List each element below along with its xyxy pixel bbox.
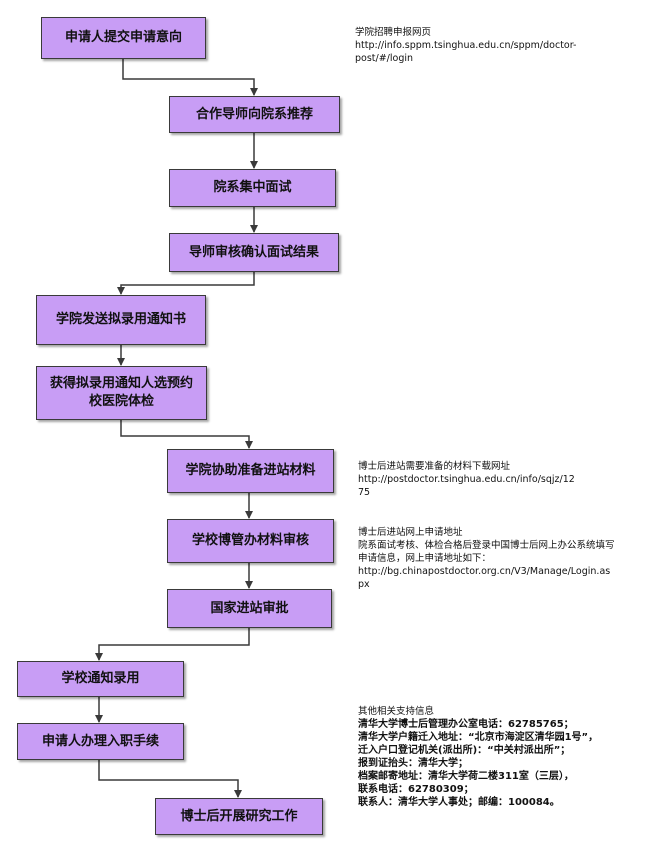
step-materials-review: 学校博管办材料审核	[167, 519, 334, 563]
note-title: 博士后进站网上申请地址	[358, 527, 463, 538]
note-link[interactable]: http://info.sppm.tsinghua.edu.cn/sppm/do…	[355, 40, 577, 51]
arrow-11-12	[98, 760, 242, 798]
note-support-info: 其他相关支持信息 清华大学博士后管理办公室电话：62785765； 清华大学户籍…	[358, 705, 646, 809]
note-materials-download: 博士后进站需要准备的材料下载网址 http://postdoctor.tsing…	[358, 460, 643, 499]
step-send-offer-letter: 学院发送拟录用通知书	[36, 295, 206, 345]
arrow-4-5	[117, 272, 255, 295]
note-line: 档案邮寄地址：清华大学荷二楼311室（三层），	[358, 771, 574, 782]
note-title: 学院招聘申报网页	[355, 27, 432, 38]
step-onboarding: 申请人办理入职手续	[17, 723, 184, 760]
note-text: 院系面试考核、体检合格后登录中国博士后网上办公系统填写	[358, 540, 615, 551]
note-title: 其他相关支持信息	[358, 706, 435, 717]
step-advisor-recommend: 合作导师向院系推荐	[169, 96, 340, 133]
note-link-cont[interactable]: post/#/login	[355, 53, 414, 64]
step-school-notify: 学校通知录用	[17, 661, 184, 697]
note-link[interactable]: http://postdoctor.tsinghua.edu.cn/info/s…	[358, 474, 575, 485]
note-link-cont[interactable]: 75	[358, 487, 371, 498]
note-line: 迁入户口登记机关(派出所)：“中关村派出所”；	[358, 745, 571, 756]
step-department-interview: 院系集中面试	[169, 169, 336, 207]
note-link-cont[interactable]: px	[358, 579, 370, 590]
step-submit-application: 申请人提交申请意向	[41, 17, 206, 59]
note-line: 清华大学博士后管理办公室电话：62785765；	[358, 719, 574, 730]
arrow-1-2	[122, 59, 258, 96]
note-title: 博士后进站需要准备的材料下载网址	[358, 461, 511, 472]
step-prepare-materials: 学院协助准备进站材料	[167, 449, 334, 493]
note-text: 申请信息，网上申请地址如下：	[358, 553, 492, 564]
note-line: 联系人：清华大学人事处；邮编：100084。	[358, 797, 560, 808]
step-national-approval: 国家进站审批	[167, 589, 332, 628]
step-confirm-interview-result: 导师审核确认面试结果	[169, 233, 339, 272]
note-application-webpage: 学院招聘申报网页 http://info.sppm.tsinghua.edu.c…	[355, 26, 645, 65]
arrow-9-10	[95, 628, 250, 661]
note-online-application: 博士后进站网上申请地址 院系面试考核、体检合格后登录中国博士后网上办公系统填写 …	[358, 526, 646, 591]
step-start-research: 博士后开展研究工作	[155, 798, 323, 835]
note-line: 清华大学户籍迁入地址：“北京市海淀区清华园1号”，	[358, 732, 599, 743]
arrow-6-7	[120, 420, 253, 449]
step-medical-exam: 获得拟录用通知人选预约 校医院体检	[36, 366, 207, 420]
note-line: 报到证抬头：清华大学；	[358, 758, 468, 769]
note-line: 联系电话：62780309；	[358, 784, 474, 795]
note-link[interactable]: http://bg.chinapostdoctor.org.cn/V3/Mana…	[358, 566, 611, 577]
